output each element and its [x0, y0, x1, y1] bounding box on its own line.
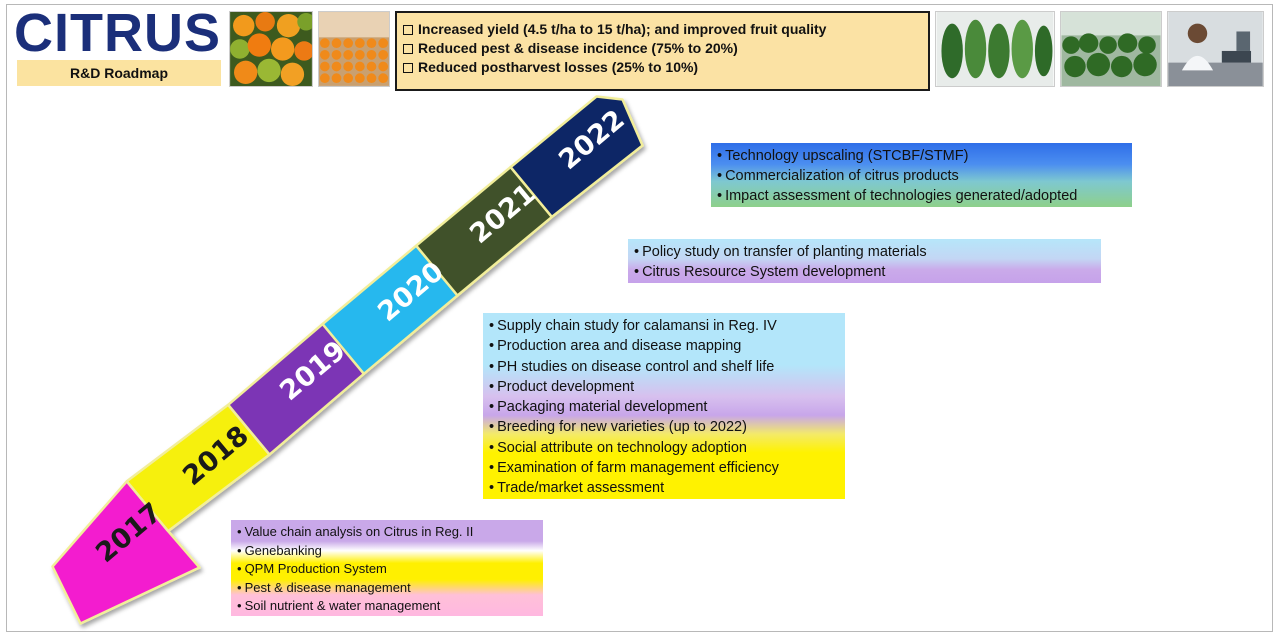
activity-item: •Pest & disease management [237, 579, 411, 595]
activities-2019: •Supply chain study for calamansi in Reg… [483, 313, 845, 499]
activity-item: •Breeding for new varieties (up to 2022) [489, 419, 747, 436]
activity-item: •Technology upscaling (STCBF/STMF) [717, 148, 969, 164]
activity-item: •PH studies on disease control and shelf… [489, 358, 775, 375]
activity-item: •Production area and disease mapping [489, 338, 742, 355]
activity-item: •Impact assessment of technologies gener… [717, 188, 1078, 204]
goal-item: Reduced pest & disease incidence (75% to… [403, 39, 922, 58]
year-arrow-2022 [509, 95, 644, 219]
activity-item: •Examination of farm management efficien… [489, 460, 779, 477]
citrus-leaves-photo [935, 11, 1055, 87]
checkbox-icon [403, 44, 413, 54]
oranges-photo [229, 11, 313, 87]
orchard-photo [318, 11, 390, 87]
lab-researcher-photo [1167, 11, 1264, 87]
goal-item: Reduced postharvest losses (25% to 10%) [403, 58, 922, 77]
activity-item: •Social attribute on technology adoption [489, 439, 747, 456]
activity-item: •Soil nutrient & water management [237, 598, 441, 613]
activities-2022: •Technology upscaling (STCBF/STMF) •Comm… [711, 143, 1132, 207]
slide-frame [6, 4, 1273, 632]
activity-item: •QPM Production System [237, 561, 387, 576]
checkbox-icon [403, 25, 413, 35]
activities-2020: •Policy study on transfer of planting ma… [628, 239, 1101, 283]
activities-2017: •Value chain analysis on Citrus in Reg. … [231, 520, 543, 616]
activity-item: •Supply chain study for calamansi in Reg… [489, 318, 777, 334]
activity-item: •Trade/market assessment [489, 480, 665, 497]
activity-item: •Policy study on transfer of planting ma… [634, 244, 927, 260]
activity-item: •Product development [489, 378, 635, 395]
goals-box: Increased yield (4.5 t/ha to 15 t/ha); a… [395, 11, 930, 91]
citrus-logo: CITRUS [14, 3, 221, 63]
checkbox-icon [403, 63, 413, 73]
activity-item: •Commercialization of citrus products [717, 168, 959, 184]
goal-item: Increased yield (4.5 t/ha to 15 t/ha); a… [403, 20, 922, 39]
roadmap-subtitle: R&D Roadmap [17, 60, 221, 86]
activity-item: •Genebanking [237, 542, 322, 558]
activity-item: •Citrus Resource System development [634, 264, 886, 280]
activity-item: •Packaging material development [489, 399, 708, 416]
activity-item: •Value chain analysis on Citrus in Reg. … [237, 524, 474, 539]
nursery-photo [1060, 11, 1162, 87]
